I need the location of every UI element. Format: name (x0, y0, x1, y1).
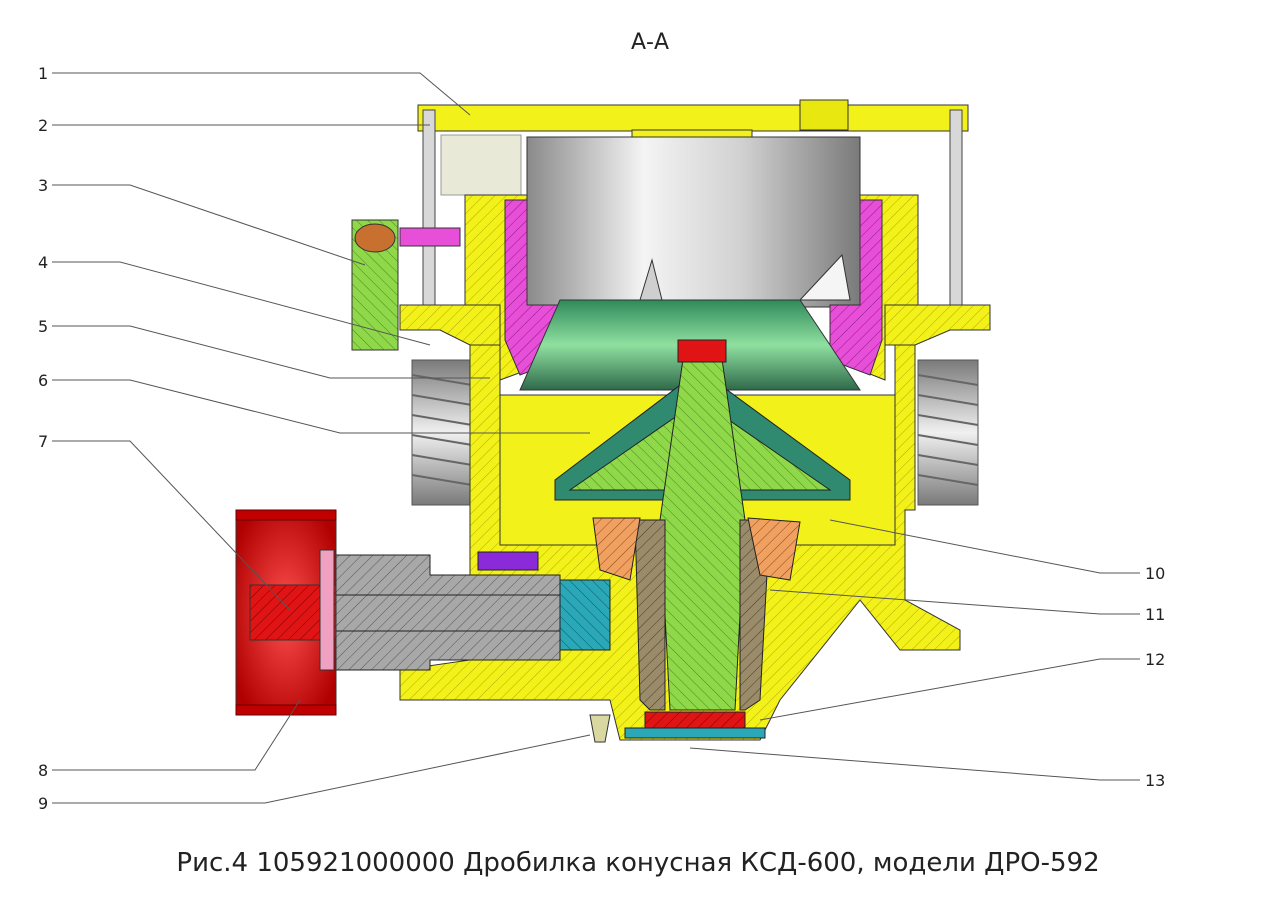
callout-12: 12 (1145, 650, 1165, 669)
callout-8: 8 (38, 761, 48, 780)
callout-4: 4 (38, 253, 48, 272)
callout-7: 7 (38, 432, 48, 451)
section-title: А-А (630, 30, 670, 55)
callout-13: 13 (1145, 771, 1165, 790)
callout-2: 2 (38, 116, 48, 135)
callout-9: 9 (38, 794, 48, 813)
leader-lines (52, 72, 1140, 804)
bottom-plug (589, 714, 611, 743)
callout-6: 6 (38, 371, 48, 390)
callout-numbers: 1 2 3 4 5 6 7 8 9 10 11 12 13 (38, 64, 1165, 813)
figure-caption: Рис.4 105921000000 Дробилка конусная КСД… (176, 848, 1100, 878)
feed-bowl (526, 136, 861, 308)
callout-5: 5 (38, 317, 48, 336)
callout-11: 11 (1145, 605, 1165, 624)
main-shaft (659, 339, 746, 711)
tie-rods (422, 109, 963, 306)
lifting-bracket (351, 219, 461, 351)
callout-10: 10 (1145, 564, 1165, 583)
callout-3: 3 (38, 176, 48, 195)
eccentric-bushing (592, 517, 801, 739)
callout-1: 1 (38, 64, 48, 83)
pulley (235, 509, 337, 716)
